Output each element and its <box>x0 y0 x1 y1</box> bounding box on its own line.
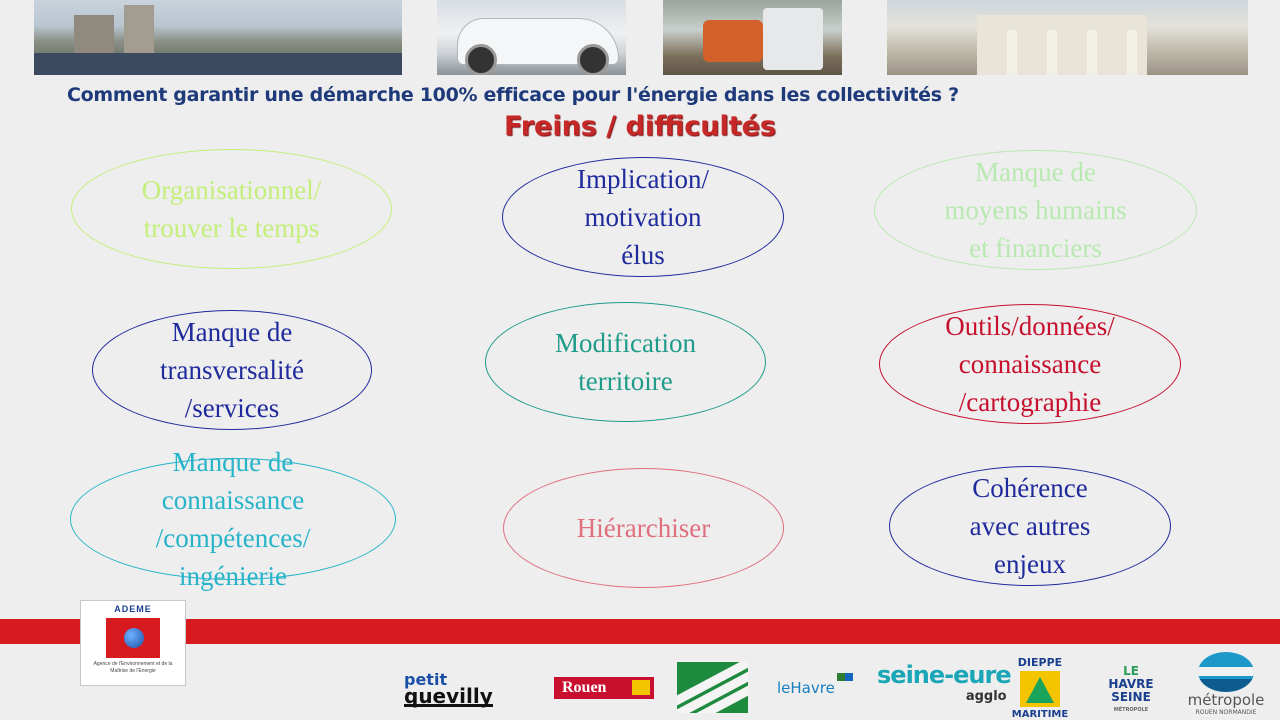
logo-text: MARITIME <box>1011 709 1069 720</box>
logo-text: quevilly <box>404 684 493 708</box>
ademe-emblem <box>106 618 160 658</box>
globe-icon <box>124 628 144 648</box>
ademe-caption: Agence de l'Environnement et de la Maîtr… <box>93 661 173 674</box>
photo-electric-car <box>437 0 626 75</box>
sail-icon <box>1020 671 1060 707</box>
photo-town-hall <box>887 0 1248 75</box>
logo-text: DIEPPE <box>1017 656 1063 669</box>
logo-text: ROUEN NORMANDIE <box>1195 709 1257 716</box>
ellipse-moyens: Manque de moyens humains et financiers <box>874 150 1197 270</box>
ellipse-coherence: Cohérence avec autres enjeux <box>889 466 1171 586</box>
logo-text: agglo <box>965 689 1007 704</box>
flag-icon <box>836 673 853 681</box>
logo-petit-quevilly: petit quevilly <box>404 672 493 707</box>
ellipse-label: Cohérence avec autres enjeux <box>969 473 1091 579</box>
logo-text: Rouen <box>562 679 607 696</box>
ellipse-organisationnel: Organisationnel/ trouver le temps <box>71 149 392 269</box>
slide-subtitle: Comment garantir une démarche 100% effic… <box>67 84 959 106</box>
metropole-disc-icon <box>1198 652 1254 692</box>
ellipse-label: Hiérarchiser <box>576 513 711 543</box>
slide-title: Freins / difficultés <box>503 111 777 142</box>
footer-red-band <box>0 619 1280 644</box>
logo-seine-eure: seine-eure agglo <box>877 661 1012 708</box>
logo-text: SEINE <box>1111 690 1151 704</box>
logo-metropole-rouen-normandie: métropole ROUEN NORMANDIE <box>1186 652 1266 717</box>
ellipse-label: Manque de connaissance /compétences/ ing… <box>155 447 311 591</box>
ellipse-label: Manque de transversalité /services <box>160 317 304 423</box>
logo-text: seine-eure <box>877 661 1012 689</box>
logo-text: leHavre <box>777 679 835 697</box>
ellipse-transversalite: Manque de transversalité /services <box>92 310 372 430</box>
ademe-label: ADEME <box>114 604 152 614</box>
logo-text: métropole <box>1187 691 1265 709</box>
logo-text: MÉTROPOLE <box>1113 707 1149 713</box>
ellipse-connaissance: Manque de connaissance /compétences/ ing… <box>70 447 396 591</box>
ellipse-label: Modification territoire <box>555 328 696 396</box>
ellipse-label: Implication/ motivation élus <box>577 164 709 270</box>
logo-dieppe-maritime: DIEPPE MARITIME <box>1010 656 1070 720</box>
ademe-logo: ADEME Agence de l'Environnement et de la… <box>80 600 186 686</box>
ellipse-modification-territoire: Modification territoire <box>485 302 766 422</box>
logo-le-havre-seine-metropole: LE HAVRE SEINE MÉTROPOLE <box>1100 665 1162 717</box>
photo-city-solar-panels <box>34 0 402 75</box>
ellipse-label: Outils/données/ connaissance /cartograph… <box>945 311 1115 417</box>
photo-boiler-room <box>663 0 842 75</box>
ellipse-label: Manque de moyens humains et financiers <box>944 157 1127 263</box>
ellipse-hierarchiser: Hiérarchiser <box>503 468 784 588</box>
ellipse-outils: Outils/données/ connaissance /cartograph… <box>879 304 1181 424</box>
logo-text: HAVRE <box>1108 677 1154 691</box>
logo-le-havre: leHavre <box>777 673 853 697</box>
logo-rouen: Rouen <box>554 677 654 699</box>
logo-text: petit <box>404 670 448 689</box>
ellipse-implication: Implication/ motivation élus <box>502 157 784 277</box>
logo-text: LE <box>1123 664 1139 678</box>
ellipse-label: Organisationnel/ trouver le temps <box>141 175 322 243</box>
logo-m-emblem <box>677 662 748 713</box>
rouen-mark-icon <box>632 680 650 695</box>
